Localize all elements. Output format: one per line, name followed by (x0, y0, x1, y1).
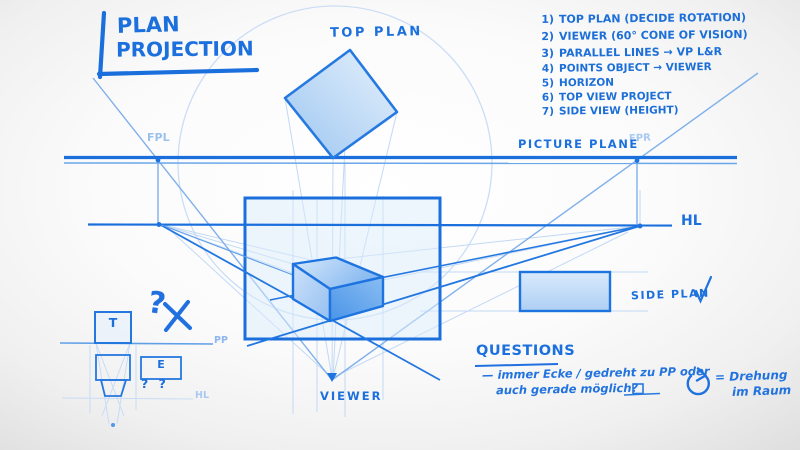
page-title-line2: PROJECTION (115, 36, 254, 62)
step-number: 6) (541, 91, 555, 104)
check-icon (694, 275, 713, 304)
mini-sketch-shapes (94, 311, 182, 427)
rotation-icon (686, 367, 710, 396)
fpr-point (634, 158, 640, 163)
questions-heading: QUESTIONS (476, 343, 576, 359)
step-item-6: 6)TOP VIEW PROJECT (538, 90, 672, 103)
step-item-1: 1)TOP PLAN (DECIDE ROTATION) (538, 11, 746, 26)
page-title-line1: PLAN (116, 12, 180, 38)
step-number: 3) (541, 46, 555, 60)
fpl-label: FPL (147, 131, 170, 144)
step-number: 2) (541, 29, 555, 44)
fpl-point (155, 157, 161, 163)
step-number: 4) (541, 62, 555, 75)
step-text: POINTS OBJECT → VIEWER (558, 61, 712, 75)
cross-icon (163, 300, 192, 332)
top-plan-label: TOP PLAN (329, 24, 423, 41)
side-plan-rect (518, 270, 612, 313)
step-text: VIEWER (60° CONE OF VISION) (558, 27, 748, 43)
step-number: 1) (541, 12, 555, 27)
mini-hl-label: HL (195, 390, 210, 401)
side-plan-label: SIDE PLAN (630, 286, 710, 303)
horizon-label: HL (681, 213, 702, 229)
viewer-point (327, 373, 337, 382)
step-text: SIDE VIEW (HEIGHT) (558, 104, 679, 118)
mini-pp-label: PP (214, 335, 228, 346)
viewer-label: VIEWER (320, 389, 383, 403)
square-on-line-icon (623, 383, 661, 396)
step-text: HORIZON (558, 76, 615, 90)
step-item-5: 5)HORIZON (538, 77, 614, 90)
step-text: PARALLEL LINES → VP L&R (558, 45, 723, 60)
questions-underline (474, 363, 559, 367)
step-item-7: 7)SIDE VIEW (HEIGHT) (538, 104, 679, 117)
questions-line2: auch gerade möglich? (495, 380, 639, 398)
questions-result: = Drehung (714, 367, 788, 385)
mini-top-label: T (108, 315, 118, 330)
mini-elevation-label: E (157, 358, 165, 371)
questions-result2: im Raum (731, 382, 792, 400)
step-text: TOP PLAN (DECIDE ROTATION) (558, 10, 747, 26)
key-points (155, 157, 643, 382)
mini-double-question: ? ? (141, 376, 169, 391)
step-text: TOP VIEW PROJECT (558, 90, 672, 104)
vanishing-point-left (156, 222, 162, 227)
horizon-line (87, 223, 673, 227)
step-number: 7) (541, 105, 555, 118)
step-item-4: 4)POINTS OBJECT → VIEWER (538, 61, 712, 75)
perspective-box (291, 256, 385, 323)
step-item-2: 2)VIEWER (60° CONE OF VISION) (538, 27, 748, 44)
picture-plane-line (63, 155, 738, 165)
step-number: 5) (541, 77, 555, 90)
picture-plane-label: PICTURE PLANE (518, 137, 639, 151)
step-item-3: 3)PARALLEL LINES → VP L&R (538, 45, 722, 60)
vanishing-point-right (637, 223, 643, 229)
top-plan-diamond (283, 48, 399, 160)
title-strokes (96, 10, 260, 80)
